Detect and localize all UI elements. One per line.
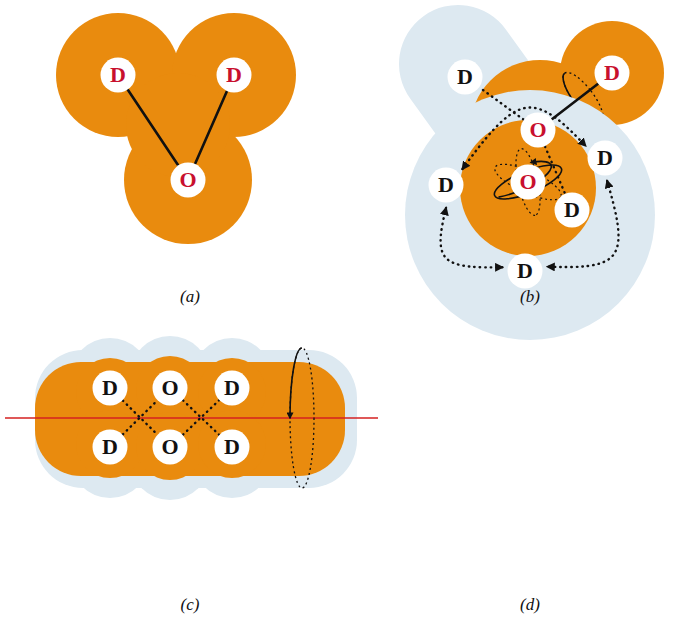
- exchange-arrow: [462, 108, 585, 169]
- panel-label: (d): [520, 595, 540, 615]
- atom-disc: [217, 58, 252, 93]
- hydrogen-bond: [123, 401, 157, 435]
- panel-label: (b): [520, 287, 540, 307]
- atom-circle: D: [554, 192, 590, 228]
- hydrogen-bond: [480, 88, 524, 120]
- atom-circle: D: [92, 429, 128, 465]
- atom-symbol: D: [564, 199, 580, 221]
- atom-disc: [595, 56, 630, 91]
- atom-disc: [508, 254, 543, 289]
- atom-disc: [171, 163, 206, 198]
- atom-symbol: D: [102, 436, 118, 458]
- atom-symbol: D: [110, 64, 126, 86]
- atom-disc: [215, 430, 250, 465]
- atom-symbol: D: [457, 66, 473, 88]
- atom-symbol: O: [179, 169, 196, 191]
- atom-symbol: D: [604, 62, 620, 84]
- atom-disc: [153, 371, 188, 406]
- hydrogen-bond: [183, 400, 219, 434]
- atom-disc: [429, 168, 464, 203]
- atom-disc: [153, 430, 188, 465]
- atom-circle: D: [214, 370, 250, 406]
- atom-circle: O: [510, 164, 546, 200]
- atom-circle: O: [152, 429, 188, 465]
- atom-circle: D: [216, 57, 252, 93]
- atom-circle: D: [594, 55, 630, 91]
- rotation-axis: [5, 417, 378, 419]
- atom-disc: [215, 371, 250, 406]
- atom-symbol: D: [517, 260, 533, 282]
- exchange-arrow: [548, 181, 619, 267]
- rotation-orbits: [491, 147, 566, 218]
- atom-symbol: D: [224, 436, 240, 458]
- atom-disc: [93, 371, 128, 406]
- exchange-arrow: [441, 208, 503, 267]
- atom-symbol: O: [519, 171, 536, 193]
- atom-circle: D: [428, 167, 464, 203]
- atom-symbol: O: [161, 436, 178, 458]
- atom-circle: O: [170, 162, 206, 198]
- atom-circle: D: [100, 57, 136, 93]
- rotation-ellipse: [290, 348, 314, 488]
- hydrogen-bond: [545, 147, 565, 194]
- atom-circle: D: [587, 140, 623, 176]
- atom-disc: [511, 165, 546, 200]
- panel-label: (a): [180, 287, 200, 307]
- atom-symbol: D: [597, 147, 613, 169]
- covalent-bond: [552, 84, 597, 119]
- hydrogen-bond-halo: [405, 90, 655, 340]
- atom-symbol: D: [102, 377, 118, 399]
- atom-circle: D: [214, 429, 250, 465]
- panel-label: (c): [181, 595, 200, 615]
- atom-symbol: D: [438, 174, 454, 196]
- atom-disc: [588, 141, 623, 176]
- atom-circle: O: [152, 370, 188, 406]
- atom-symbol: O: [161, 377, 178, 399]
- atom-symbol: D: [226, 64, 242, 86]
- atom-circle: D: [447, 59, 483, 95]
- covalent-bond: [195, 91, 227, 163]
- atom-disc: [555, 193, 590, 228]
- atom-disc: [448, 60, 483, 95]
- electron-cloud: [56, 13, 296, 244]
- hydrogen-bond: [183, 400, 219, 434]
- atom-symbol: D: [224, 377, 240, 399]
- atom-circle: D: [92, 370, 128, 406]
- atom-disc: [93, 430, 128, 465]
- atom-symbol: O: [529, 119, 546, 141]
- atom-circle: D: [507, 253, 543, 289]
- atom-circle: O: [520, 112, 556, 148]
- covalent-bond: [128, 90, 178, 165]
- atom-disc: [101, 58, 136, 93]
- hydrogen-bond: [123, 401, 157, 435]
- atom-disc: [521, 113, 556, 148]
